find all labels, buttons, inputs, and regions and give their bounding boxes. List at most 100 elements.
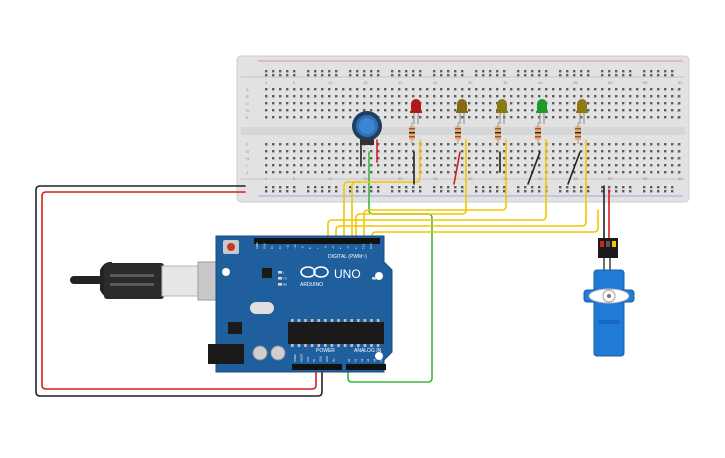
breadboard-hole[interactable]: [412, 74, 415, 77]
breadboard-hole[interactable]: [384, 109, 387, 112]
breadboard-hole[interactable]: [538, 74, 541, 77]
breadboard-hole[interactable]: [594, 150, 597, 153]
breadboard-hole[interactable]: [650, 150, 653, 153]
breadboard-hole[interactable]: [559, 150, 562, 153]
breadboard-hole[interactable]: [601, 88, 604, 91]
breadboard[interactable]: 1155101015152020252530303535404045455050…: [236, 55, 690, 203]
breadboard-hole[interactable]: [664, 150, 667, 153]
wire-black-gnd4[interactable]: [567, 151, 581, 185]
breadboard-hole[interactable]: [524, 116, 527, 119]
breadboard-hole[interactable]: [265, 70, 268, 73]
breadboard-hole[interactable]: [370, 186, 373, 189]
led-4[interactable]: [536, 99, 548, 124]
breadboard-hole[interactable]: [377, 88, 380, 91]
breadboard-hole[interactable]: [517, 143, 520, 146]
breadboard-hole[interactable]: [524, 102, 527, 105]
breadboard-hole[interactable]: [587, 164, 590, 167]
breadboard-hole[interactable]: [475, 74, 478, 77]
breadboard-hole[interactable]: [531, 116, 534, 119]
breadboard-hole[interactable]: [314, 116, 317, 119]
breadboard-hole[interactable]: [328, 157, 331, 160]
breadboard-hole[interactable]: [335, 186, 338, 189]
breadboard-hole[interactable]: [293, 171, 296, 174]
breadboard-hole[interactable]: [433, 116, 436, 119]
breadboard-hole[interactable]: [461, 74, 464, 77]
resistor-5[interactable]: [575, 122, 581, 144]
breadboard-hole[interactable]: [552, 95, 555, 98]
breadboard-hole[interactable]: [475, 150, 478, 153]
breadboard-hole[interactable]: [321, 74, 324, 77]
breadboard-hole[interactable]: [629, 70, 632, 73]
breadboard-hole[interactable]: [496, 157, 499, 160]
breadboard-hole[interactable]: [503, 190, 506, 193]
breadboard-hole[interactable]: [503, 70, 506, 73]
breadboard-hole[interactable]: [328, 95, 331, 98]
breadboard-hole[interactable]: [657, 95, 660, 98]
breadboard-hole[interactable]: [489, 171, 492, 174]
breadboard-hole[interactable]: [391, 109, 394, 112]
breadboard-hole[interactable]: [279, 157, 282, 160]
breadboard-hole[interactable]: [573, 74, 576, 77]
breadboard-hole[interactable]: [573, 171, 576, 174]
breadboard-hole[interactable]: [391, 95, 394, 98]
breadboard-hole[interactable]: [573, 186, 576, 189]
breadboard-hole[interactable]: [377, 157, 380, 160]
breadboard-hole[interactable]: [636, 157, 639, 160]
breadboard-hole[interactable]: [524, 157, 527, 160]
breadboard-hole[interactable]: [587, 95, 590, 98]
breadboard-hole[interactable]: [559, 95, 562, 98]
breadboard-hole[interactable]: [384, 116, 387, 119]
breadboard-hole[interactable]: [601, 95, 604, 98]
resistor-1[interactable]: [409, 122, 415, 144]
breadboard-hole[interactable]: [657, 143, 660, 146]
breadboard-hole[interactable]: [370, 88, 373, 91]
breadboard-hole[interactable]: [580, 88, 583, 91]
breadboard-hole[interactable]: [363, 171, 366, 174]
breadboard-hole[interactable]: [587, 70, 590, 73]
breadboard-hole[interactable]: [489, 150, 492, 153]
breadboard-hole[interactable]: [580, 150, 583, 153]
breadboard-hole[interactable]: [272, 88, 275, 91]
breadboard-hole[interactable]: [342, 164, 345, 167]
breadboard-hole[interactable]: [622, 109, 625, 112]
breadboard-hole[interactable]: [503, 95, 506, 98]
breadboard-hole[interactable]: [335, 74, 338, 77]
breadboard-hole[interactable]: [328, 164, 331, 167]
breadboard-hole[interactable]: [503, 150, 506, 153]
breadboard-hole[interactable]: [419, 186, 422, 189]
breadboard-hole[interactable]: [524, 88, 527, 91]
breadboard-hole[interactable]: [580, 95, 583, 98]
breadboard-hole[interactable]: [363, 70, 366, 73]
breadboard-hole[interactable]: [447, 74, 450, 77]
breadboard-hole[interactable]: [433, 171, 436, 174]
breadboard-hole[interactable]: [643, 88, 646, 91]
breadboard-hole[interactable]: [496, 143, 499, 146]
breadboard-hole[interactable]: [566, 116, 569, 119]
breadboard-hole[interactable]: [664, 95, 667, 98]
breadboard-hole[interactable]: [349, 186, 352, 189]
breadboard-hole[interactable]: [293, 74, 296, 77]
breadboard-hole[interactable]: [615, 116, 618, 119]
breadboard-hole[interactable]: [671, 150, 674, 153]
breadboard-hole[interactable]: [601, 157, 604, 160]
breadboard-hole[interactable]: [454, 150, 457, 153]
breadboard-hole[interactable]: [335, 157, 338, 160]
breadboard-hole[interactable]: [363, 74, 366, 77]
breadboard-hole[interactable]: [608, 171, 611, 174]
breadboard-hole[interactable]: [552, 157, 555, 160]
breadboard-hole[interactable]: [650, 143, 653, 146]
breadboard-hole[interactable]: [580, 190, 583, 193]
breadboard-hole[interactable]: [293, 143, 296, 146]
breadboard-hole[interactable]: [447, 186, 450, 189]
breadboard-hole[interactable]: [573, 109, 576, 112]
breadboard-hole[interactable]: [650, 88, 653, 91]
breadboard-hole[interactable]: [314, 171, 317, 174]
breadboard-hole[interactable]: [566, 95, 569, 98]
breadboard-hole[interactable]: [601, 150, 604, 153]
breadboard-hole[interactable]: [629, 150, 632, 153]
breadboard-hole[interactable]: [545, 95, 548, 98]
breadboard-hole[interactable]: [356, 74, 359, 77]
breadboard-hole[interactable]: [286, 150, 289, 153]
breadboard-hole[interactable]: [440, 109, 443, 112]
breadboard-hole[interactable]: [342, 157, 345, 160]
